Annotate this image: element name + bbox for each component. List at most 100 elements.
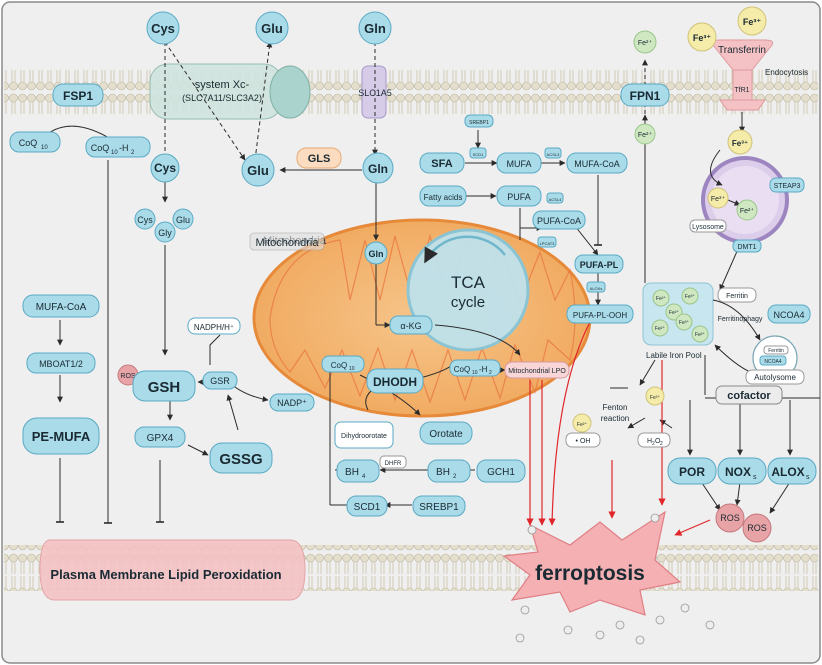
pufa-pl-ooh-node: PUFA-PL-OOH xyxy=(573,311,627,320)
por-node: POR xyxy=(679,465,705,479)
cys-out-node: Cys xyxy=(151,21,175,36)
fe2-fenton-node: Fe²⁺ xyxy=(577,422,588,428)
system-xc-transporter xyxy=(149,63,283,120)
ncoa4-node: NCOA4 xyxy=(773,310,804,320)
steap3-node: STEAP3 xyxy=(774,183,801,190)
ferritinophagy-label: Ferritinophagy xyxy=(718,316,763,323)
gpx4-node: GPX4 xyxy=(147,433,174,444)
h2o2-sub: 2 xyxy=(652,441,655,447)
dhfr-node: DHFR xyxy=(385,461,402,467)
mboat-node: MBOAT1/2 xyxy=(39,359,83,369)
acsl3-node: ACSL3 xyxy=(547,152,560,157)
alox-small-node: ALOXs xyxy=(590,286,603,291)
mufa-coa-left-node: MUFA-CoA xyxy=(36,302,87,313)
gln-mito-node: Gln xyxy=(369,249,384,259)
ros-2-node: ROS xyxy=(747,523,767,533)
fe-lip-5: Fe³⁺ xyxy=(679,320,690,326)
pufa-pl-node: PUFA-PL xyxy=(580,260,619,270)
h2o2-tail-sub: 2 xyxy=(660,441,663,447)
orotate-node: Orotate xyxy=(429,429,463,440)
bh4-node: BH xyxy=(345,467,359,478)
gch1-node: GCH1 xyxy=(487,467,515,478)
coq10-mito-node: CoQ xyxy=(331,361,347,370)
fatty-acids-node: Fatty acids xyxy=(424,193,463,202)
fe2-in-lys-node: Fe²⁺ xyxy=(740,207,755,215)
lysosome-label: Lysosome xyxy=(692,224,724,231)
glu-in-node: Glu xyxy=(247,163,269,178)
labile-iron-pool-label: Labile Iron Pool xyxy=(646,351,702,360)
transferrin-label: Transferrin xyxy=(718,45,766,56)
plasma-membrane-lpo-label: Plasma Membrane Lipid Peroxidation xyxy=(50,567,281,582)
fe-lip-6: Fe²⁺ xyxy=(695,332,706,338)
top-membrane xyxy=(4,68,818,114)
gssg-node: GSSG xyxy=(219,451,262,468)
cycle-label: cycle xyxy=(451,294,485,311)
fe2-top-node: Fe²⁺ xyxy=(638,39,653,47)
coq10-node: CoQ xyxy=(19,138,38,148)
coq10h2-mito-tail: -H xyxy=(479,365,488,374)
coq10h2-mito-node: CoQ xyxy=(454,365,470,374)
coq10h2-sub: 10 xyxy=(111,150,118,156)
pufa-node: PUFA xyxy=(507,192,531,202)
nadp-node: NADP⁺ xyxy=(277,398,307,408)
ncoa4-small-node: NCOA4 xyxy=(764,359,781,365)
dmt1-node: DMT1 xyxy=(737,244,756,251)
ros-1-node: ROS xyxy=(720,513,740,523)
slc1a5-label: SLC1A5 xyxy=(358,88,392,98)
fe2-mid-node: Fe²⁺ xyxy=(638,131,653,139)
connector-lines xyxy=(39,41,820,524)
fe3-a-node: Fe³⁺ xyxy=(693,33,712,43)
mufa-node: MUFA xyxy=(506,159,531,169)
coq10h2-node: CoQ xyxy=(91,143,110,153)
bh2-sub: 2 xyxy=(453,474,457,480)
gln-in-node: Gln xyxy=(368,162,388,176)
lpcat3-node: LPCAT3 xyxy=(540,241,556,246)
fenton-label: Fenton xyxy=(603,403,628,412)
scd1-node: SCD1 xyxy=(354,502,381,513)
cys-in-node: Cys xyxy=(154,161,176,175)
fe3-b-node: Fe³⁺ xyxy=(743,17,762,27)
fsp1-node: FSP1 xyxy=(63,89,93,103)
h2o2-tail: O xyxy=(655,438,661,445)
pufa-coa-node: PUFA-CoA xyxy=(537,216,581,226)
tfr1-label: TfR1 xyxy=(734,87,749,94)
fpn1-node: FPN1 xyxy=(630,89,661,103)
srebp1-node: SREBP1 xyxy=(419,502,459,513)
glu-out-node: Glu xyxy=(261,21,283,36)
glu-c-node: Glu xyxy=(176,215,190,225)
ferritin-small-node: Ferritin xyxy=(768,348,784,354)
fe-lip-1: Fe²⁺ xyxy=(656,296,667,302)
bh4-sub: 4 xyxy=(362,474,366,480)
coq10-mito-sub: 10 xyxy=(349,366,355,372)
mufa-coa-node: MUFA-CoA xyxy=(574,159,620,169)
mitochondria-tag: Mitochondria xyxy=(256,237,320,249)
acsl4-node: ACSL4 xyxy=(549,197,562,202)
nadph-node: NADPH/H⁺ xyxy=(194,323,234,332)
coq10h2-tail: -H xyxy=(119,143,129,153)
ferritin-node: Ferritin xyxy=(726,293,748,300)
fe-lip-2: Fe³⁺ xyxy=(685,294,696,300)
nodes: Cys Glu Gln Fe²⁺ Fe³⁺ Fe³⁺ Transferrin E… xyxy=(9,6,817,543)
oh-node: • OH xyxy=(576,438,591,445)
autolysome-label: Autolysome xyxy=(754,373,796,382)
vesicles xyxy=(515,513,715,645)
dihydroorotate-node: Dihydroorotate xyxy=(341,433,387,440)
gsh-node: GSH xyxy=(148,379,181,396)
gsr-node: GSR xyxy=(210,376,230,386)
mito-lpo-node: Mitochondrial LPO xyxy=(508,368,566,375)
ferroptosis-label: ferroptosis xyxy=(535,562,645,585)
plasma-membrane-lpo-band xyxy=(39,539,306,601)
fe3-lys-node: Fe³⁺ xyxy=(732,139,748,148)
coq10h2-mito-tail-sub: 2 xyxy=(489,370,492,376)
pe-mufa-node: PE-MUFA xyxy=(32,429,91,444)
gly-node: Gly xyxy=(158,228,172,238)
gln-out-node: Gln xyxy=(364,21,386,36)
ferroptosis-burst xyxy=(502,510,682,616)
fe3-in-lys-node: Fe³⁺ xyxy=(711,195,726,203)
fe-lip-4: Fe²⁺ xyxy=(655,326,666,332)
system-xc-sub-label: (SLC7A11/SLC3A2) xyxy=(182,93,262,103)
coq10h2-mito-sub: 10 xyxy=(472,370,478,376)
slc1a5-transporter xyxy=(361,65,387,119)
